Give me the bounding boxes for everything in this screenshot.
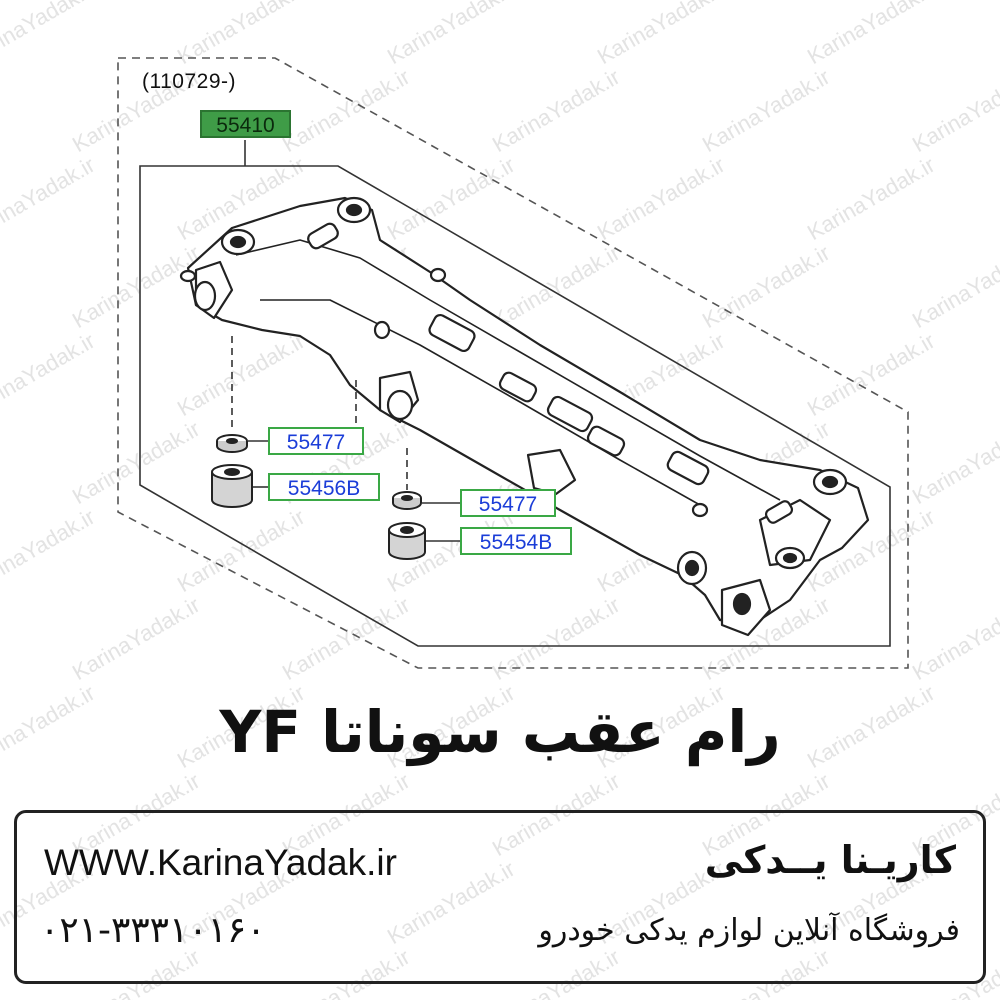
crossmember-diagram — [117, 57, 909, 669]
website-url[interactable]: WWW.KarinaYadak.ir — [44, 842, 397, 883]
shop-name: کاریـنا یــدکی — [704, 838, 956, 882]
phone-number[interactable]: ۰۲۱-۳۳۳۱۰۱۶۰ — [40, 910, 266, 951]
dashed-boundary — [117, 57, 909, 669]
part-label-55454b[interactable]: 55454B — [460, 527, 572, 555]
part-label-55477-lower[interactable]: 55477 — [460, 489, 556, 517]
part-label-main[interactable]: 55410 — [200, 110, 291, 138]
page-title: رام عقب سوناتا YF — [219, 698, 781, 766]
bushing-right — [388, 522, 426, 560]
shop-tagline: فروشگاه آنلاین لوازم یدکی خودرو — [538, 913, 960, 948]
bushing-left — [211, 464, 253, 508]
part-label-55477-upper[interactable]: 55477 — [268, 427, 364, 455]
date-code-label: (110729-) — [142, 70, 236, 93]
part-label-55456b[interactable]: 55456B — [268, 473, 380, 501]
footer-box — [14, 810, 986, 984]
assembly-boundary — [139, 165, 891, 647]
bushing-washer-right — [392, 491, 422, 510]
bushing-washer-left — [216, 434, 248, 453]
crossmember-frame — [179, 196, 870, 637]
